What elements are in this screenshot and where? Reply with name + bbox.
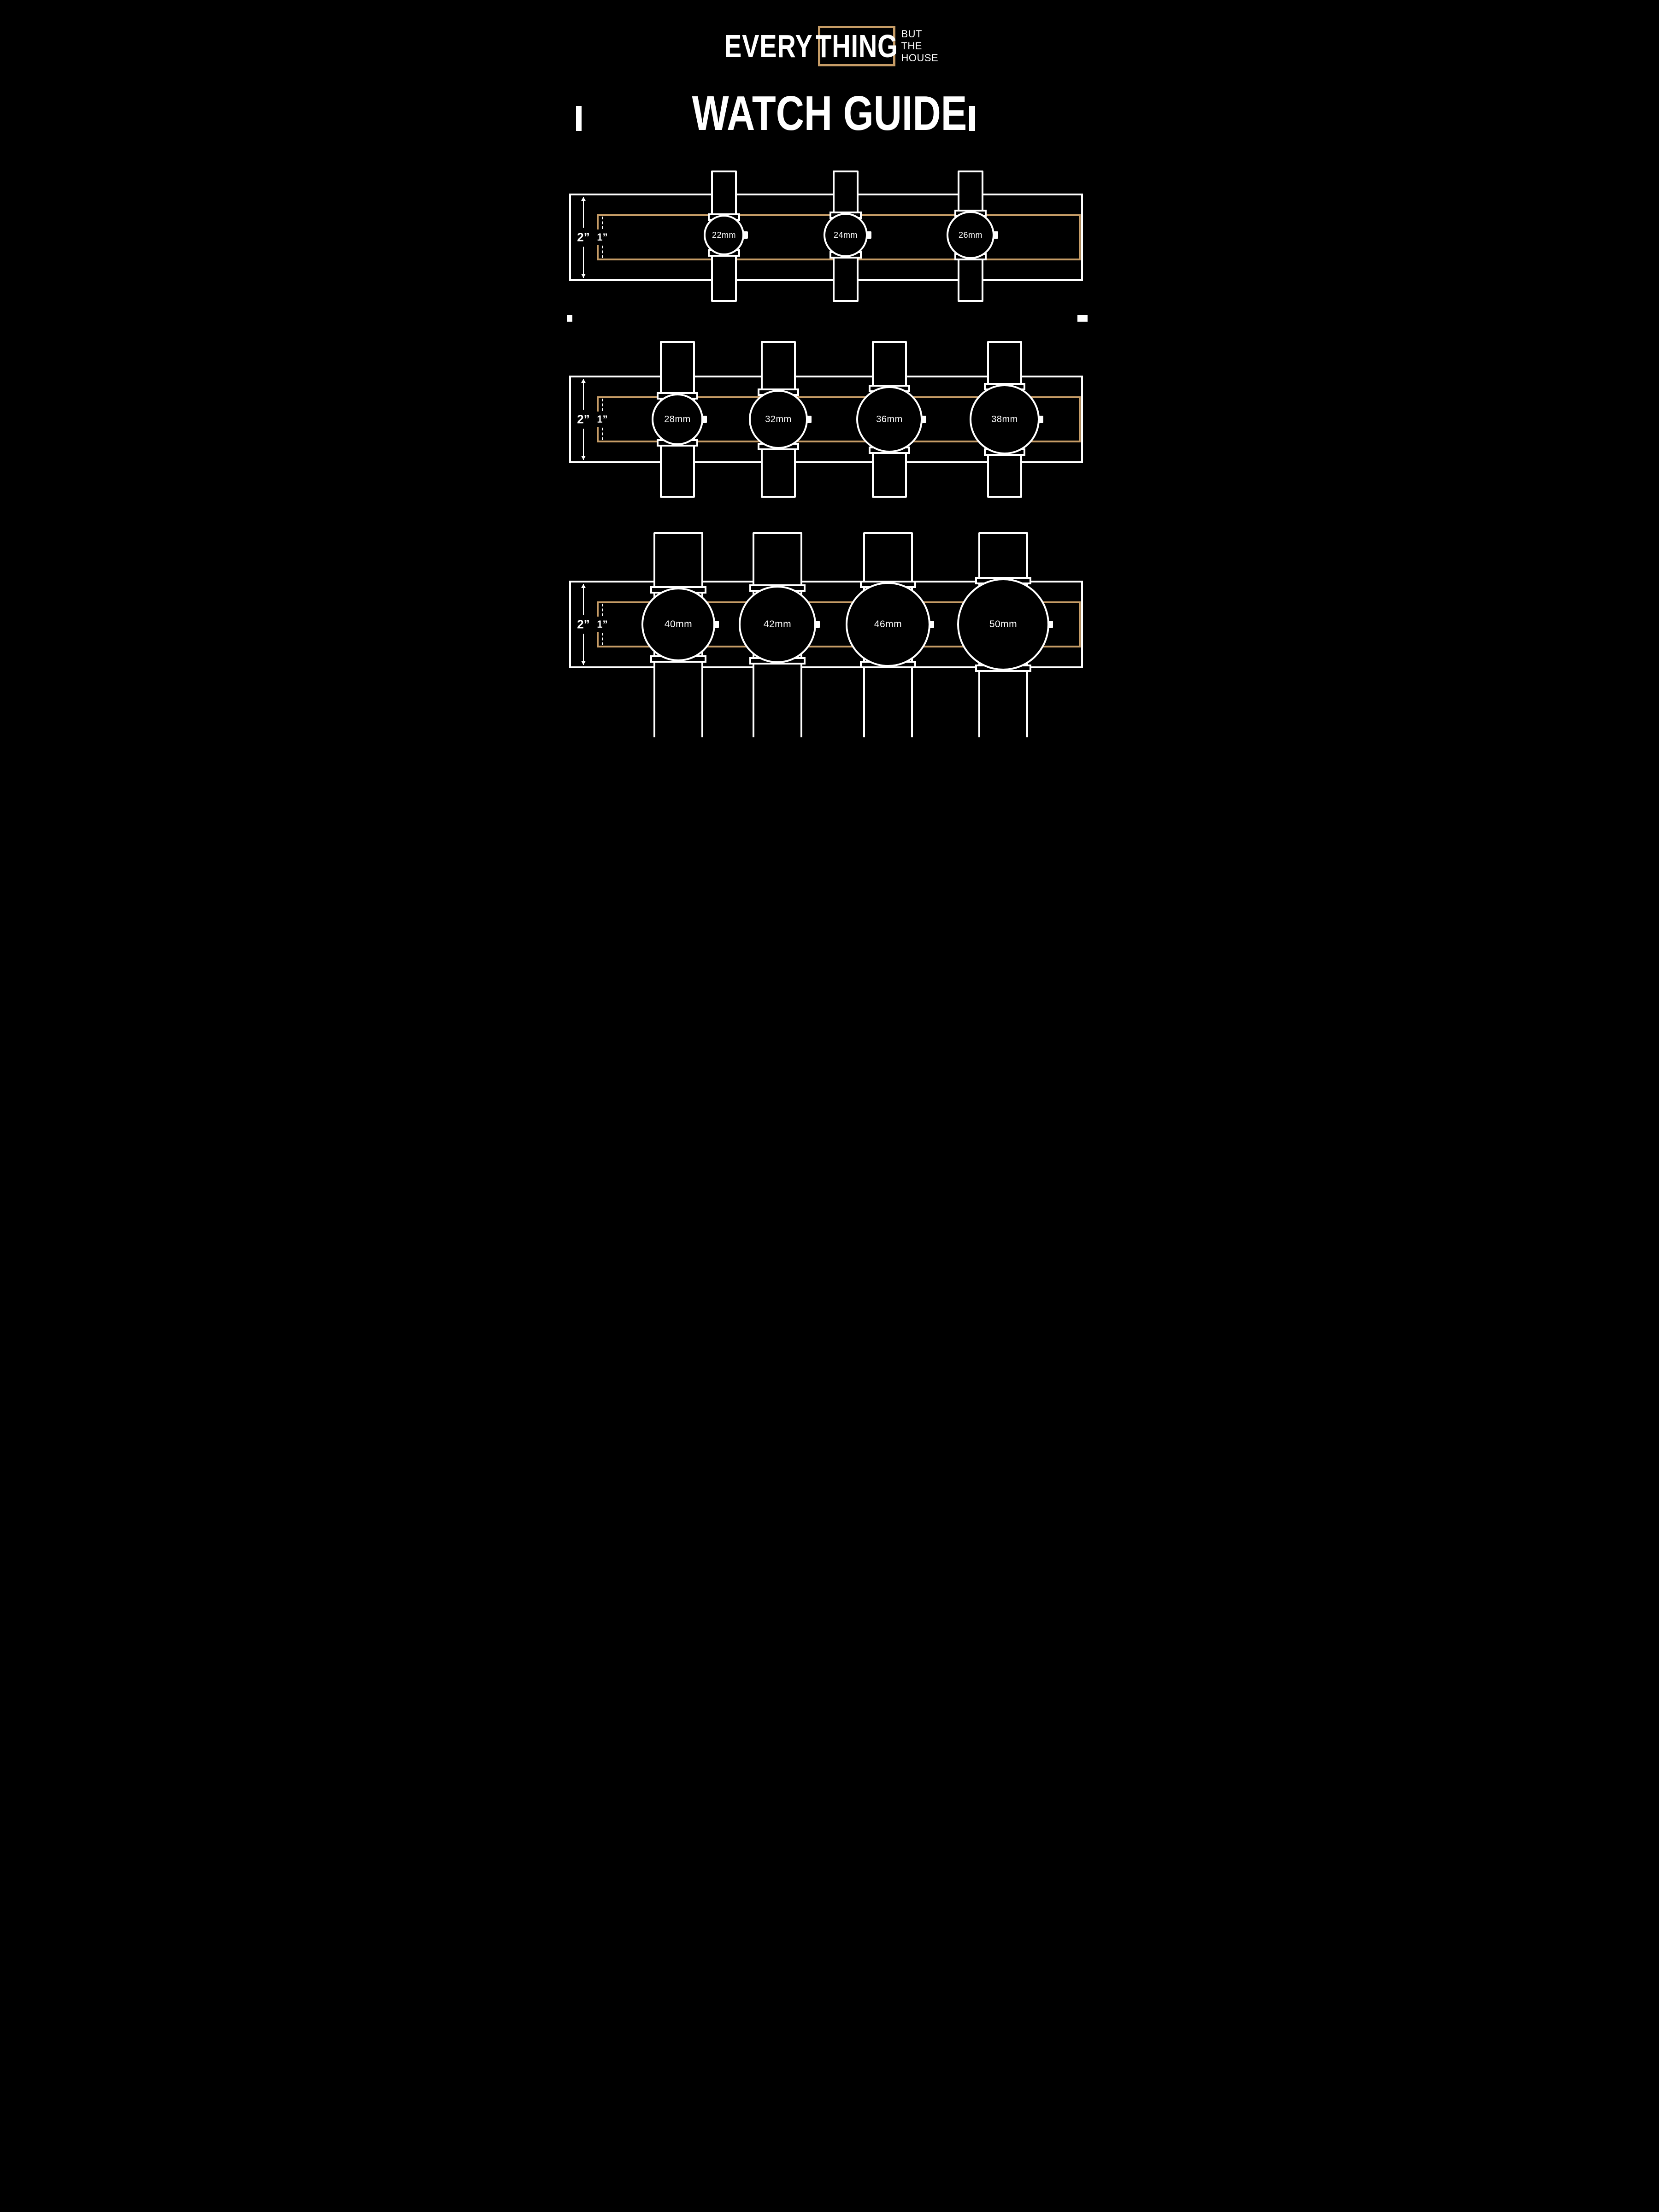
watch-face: 28mm xyxy=(652,394,703,445)
brand-thing-box: THING xyxy=(816,26,898,66)
watch-size-label: 28mm xyxy=(664,414,691,424)
arrow-down-icon xyxy=(581,274,586,278)
page-title-wrap: WATCH GUIDE xyxy=(553,86,1106,141)
watch-size-label: 36mm xyxy=(876,414,903,424)
arrow-down-icon xyxy=(581,661,586,665)
watch-face: 42mm xyxy=(739,586,816,663)
watch-crown xyxy=(922,416,926,423)
watch-face: 46mm xyxy=(846,582,930,667)
watch-crown xyxy=(743,231,748,239)
watch-crown xyxy=(714,621,719,628)
arrow-up-icon xyxy=(581,197,586,201)
outer-band-2in-row2 xyxy=(569,376,1083,463)
arrow-up-icon xyxy=(581,584,586,588)
dimension-label: 2” xyxy=(575,228,592,247)
dimension-2in-row2: 2” xyxy=(575,379,592,460)
watch-face: 24mm xyxy=(824,213,868,257)
watch-face: 36mm xyxy=(856,386,923,453)
watch-face: 26mm xyxy=(947,211,994,259)
watch-crown xyxy=(702,416,707,423)
brand-word-every: EVERY xyxy=(724,28,813,64)
brand-tagline-line: THE xyxy=(901,40,922,52)
watch-face: 50mm xyxy=(957,578,1049,671)
watch-crown xyxy=(815,621,820,628)
watch-crown xyxy=(994,231,998,239)
watch-guide-infographic: EVERY THING BUT THE HOUSE WATCH GUIDE 2”… xyxy=(553,0,1106,737)
watch-size-label: 46mm xyxy=(874,619,902,629)
brand-tagline-line: BUT xyxy=(901,28,922,40)
watch-size-label: 42mm xyxy=(763,619,792,629)
dimension-label: 1” xyxy=(595,412,609,427)
brand-logo: EVERY THING BUT THE HOUSE xyxy=(553,26,1106,66)
watch-size-label: 40mm xyxy=(664,619,693,629)
watch-face: 40mm xyxy=(641,588,715,661)
dimension-1in-row2: 1” xyxy=(595,399,609,440)
watch-size-label: 22mm xyxy=(712,230,736,240)
edge-artifact xyxy=(969,106,975,131)
dimension-2in-row3: 2” xyxy=(575,584,592,665)
dimension-1in-row3: 1” xyxy=(595,604,609,645)
dimension-2in-row1: 2” xyxy=(575,197,592,278)
dimension-1in-row1: 1” xyxy=(595,217,609,258)
watch-crown xyxy=(867,231,871,239)
watch-size-label: 50mm xyxy=(989,619,1018,629)
dimension-label: 1” xyxy=(595,229,609,245)
edge-artifact xyxy=(576,106,582,131)
outer-band-2in-row1 xyxy=(569,194,1083,281)
watch-face: 22mm xyxy=(704,215,744,255)
watch-face: 32mm xyxy=(749,390,808,449)
watch-size-label: 24mm xyxy=(833,230,858,240)
watch-face: 38mm xyxy=(970,384,1040,454)
watch-size-label: 26mm xyxy=(958,230,982,240)
watch-size-label: 38mm xyxy=(991,414,1018,424)
edge-artifact xyxy=(1077,315,1088,322)
dimension-label: 2” xyxy=(575,410,592,429)
page-title: WATCH GUIDE xyxy=(692,86,967,141)
outer-band-2in-row3 xyxy=(569,581,1083,668)
watch-size-label: 32mm xyxy=(765,414,792,424)
watch-crown xyxy=(807,416,812,423)
edge-artifact xyxy=(567,315,572,322)
brand-tagline-line: HOUSE xyxy=(901,52,939,64)
arrow-up-icon xyxy=(581,379,586,383)
watch-crown xyxy=(930,621,934,628)
dimension-label: 2” xyxy=(575,615,592,634)
brand-tagline: BUT THE HOUSE xyxy=(901,28,938,64)
brand-word-thing: THING xyxy=(816,28,898,64)
dimension-label: 1” xyxy=(595,617,609,632)
arrow-down-icon xyxy=(581,456,586,460)
watch-crown xyxy=(1048,621,1053,628)
watch-crown xyxy=(1039,416,1043,423)
